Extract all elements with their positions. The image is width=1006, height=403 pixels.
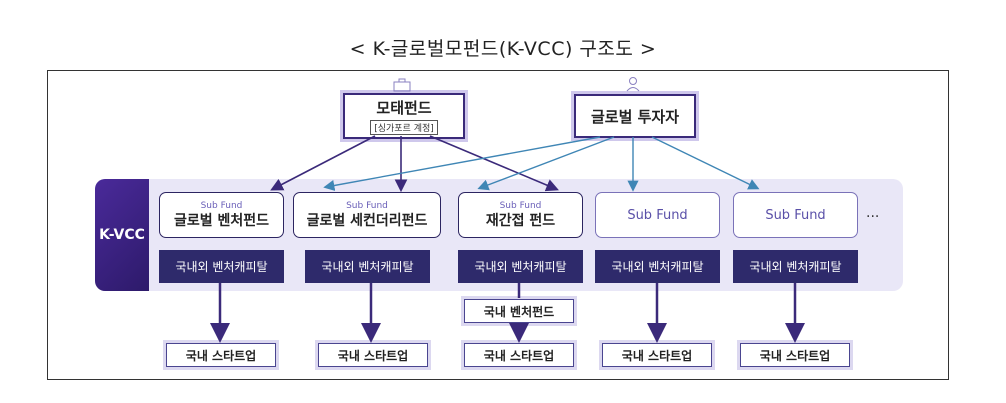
person-icon [626, 77, 640, 92]
arrow-mother-to-fund3 [429, 135, 559, 192]
sub-fund-tag: Sub Fund [627, 207, 688, 223]
briefcase-icon [393, 78, 411, 92]
sub-fund-tag: Sub Fund [765, 207, 826, 223]
sub-fund-tag: Sub Fund [346, 200, 388, 211]
fund-name: 글로벌 벤처펀드 [173, 212, 270, 229]
fund-global-venture: Sub Fund 글로벌 벤처펀드 [159, 192, 284, 238]
vc-box: 국내외 벤처캐피탈 [458, 250, 583, 283]
more-ellipsis: ... [866, 205, 880, 221]
sub-fund-tag: Sub Fund [499, 200, 542, 211]
mother-fund-sublabel: [싱가포르 계정] [370, 120, 438, 135]
fund-placeholder-1: Sub Fund [595, 192, 720, 238]
sub-fund-tag: Sub Fund [200, 200, 243, 211]
vc-box: 국내외 벤처캐피탈 [733, 250, 858, 283]
kvcc-label: K-VCC [95, 179, 149, 291]
fund-name: 재간접 펀드 [485, 212, 556, 229]
mother-fund-box: 모태펀드 [싱가포르 계정] [343, 93, 465, 139]
fund-name: 글로벌 세컨더리펀드 [306, 212, 428, 229]
vc-box: 국내외 벤처캐피탈 [159, 250, 284, 283]
mother-fund-label: 모태펀드 [376, 99, 432, 117]
startup-box: 국내 스타트업 [740, 343, 850, 367]
arrow-investor-to-fund5 [651, 136, 760, 190]
arrow-investor-to-fund2 [323, 136, 601, 192]
global-investor-label: 글로벌 투자자 [590, 107, 680, 126]
startup-box: 국내 스타트업 [464, 343, 574, 367]
arrow-investor-to-fund3 [477, 136, 615, 191]
startup-box: 국내 스타트업 [602, 343, 712, 367]
global-investor-box: 글로벌 투자자 [574, 94, 696, 138]
startup-box: 국내 스타트업 [166, 343, 276, 367]
diagram-title: < K-글로벌모펀드(K-VCC) 구조도 > [349, 38, 657, 60]
domestic-venture-fund-box: 국내 벤처펀드 [464, 299, 574, 323]
fund-placeholder-2: Sub Fund [733, 192, 858, 238]
fund-global-secondary: Sub Fund 글로벌 세컨더리펀드 [293, 192, 441, 238]
fund-fund-of-funds: Sub Fund 재간접 펀드 [458, 192, 583, 238]
arrow-mother-to-fund1 [270, 135, 376, 191]
vc-box: 국내외 벤처캐피탈 [595, 250, 720, 283]
vc-box: 국내외 벤처캐피탈 [305, 250, 430, 283]
startup-box: 국내 스타트업 [318, 343, 428, 367]
